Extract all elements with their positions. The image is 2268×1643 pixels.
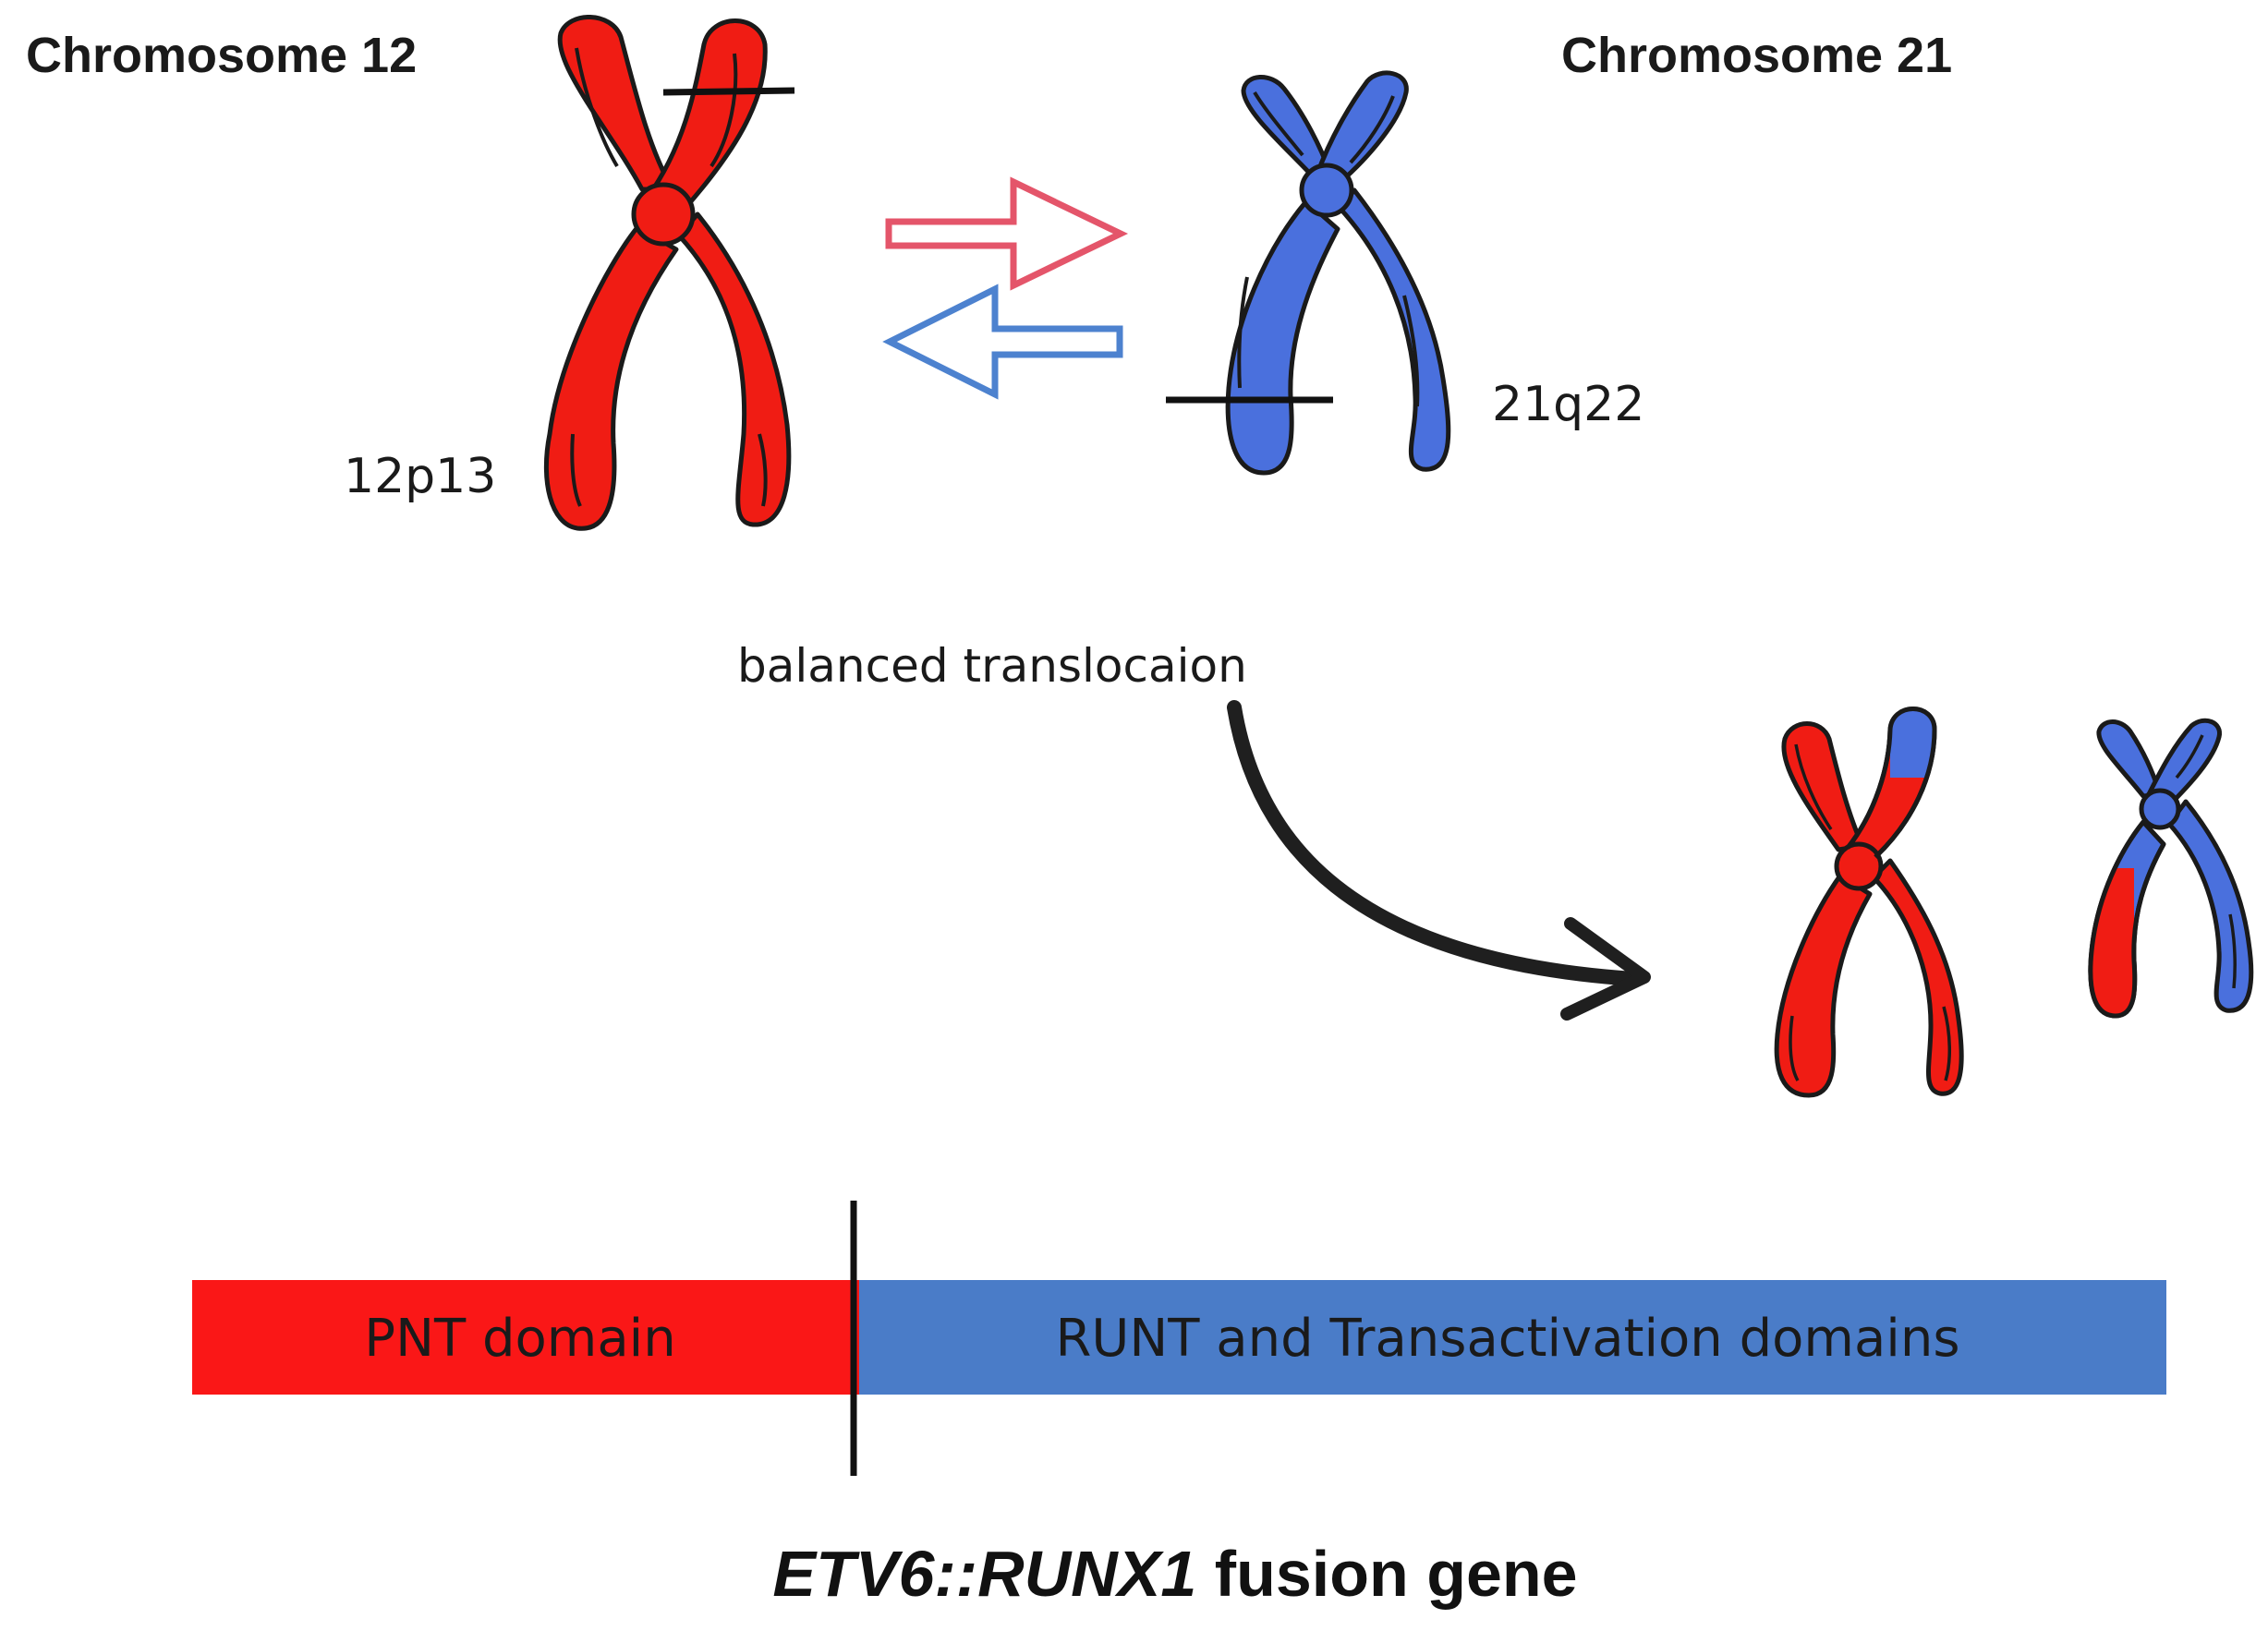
der12-blue-segment [1890,708,1934,778]
balanced-translocation-label: balanced translocaion [737,639,1247,693]
arrow-right-icon [885,176,1129,291]
runt-domain-label: RUNT and Transactivation domains [1056,1309,1960,1369]
chromosome-12 [543,15,792,531]
gene-suffix: fusion gene [1196,1538,1577,1610]
fusion-gene-bar: PNT domain RUNT and Transactivation doma… [192,1201,2166,1476]
runt-domain-block [859,1280,2166,1395]
der21-red-segment [2090,868,2134,1016]
chromosome-12-label: Chromosome 12 [26,28,417,83]
band-21q22-label: 21q22 [1492,377,1644,432]
arrow-left-icon [882,284,1123,400]
der21-arm-outline [2088,820,2166,1019]
der12-arm-outline [1846,707,1937,859]
gene-name: ETV6::RUNX1 [772,1538,1196,1610]
fusion-gene-title: ETV6::RUNX1 fusion gene [772,1538,1577,1610]
band-12p13-label: 12p13 [344,449,496,504]
exchange-arrows [882,176,1129,400]
pnt-domain-label: PNT domain [364,1309,675,1369]
curved-arrow-icon [1227,700,1651,1021]
pnt-domain-block [192,1280,859,1395]
chromosome-21-label: Chromosome 21 [1561,28,1952,83]
chromosome-21 [1225,70,1451,476]
derivative-chromosome-12 [1774,707,1964,1098]
breakpoint-12p13-line [662,87,795,96]
